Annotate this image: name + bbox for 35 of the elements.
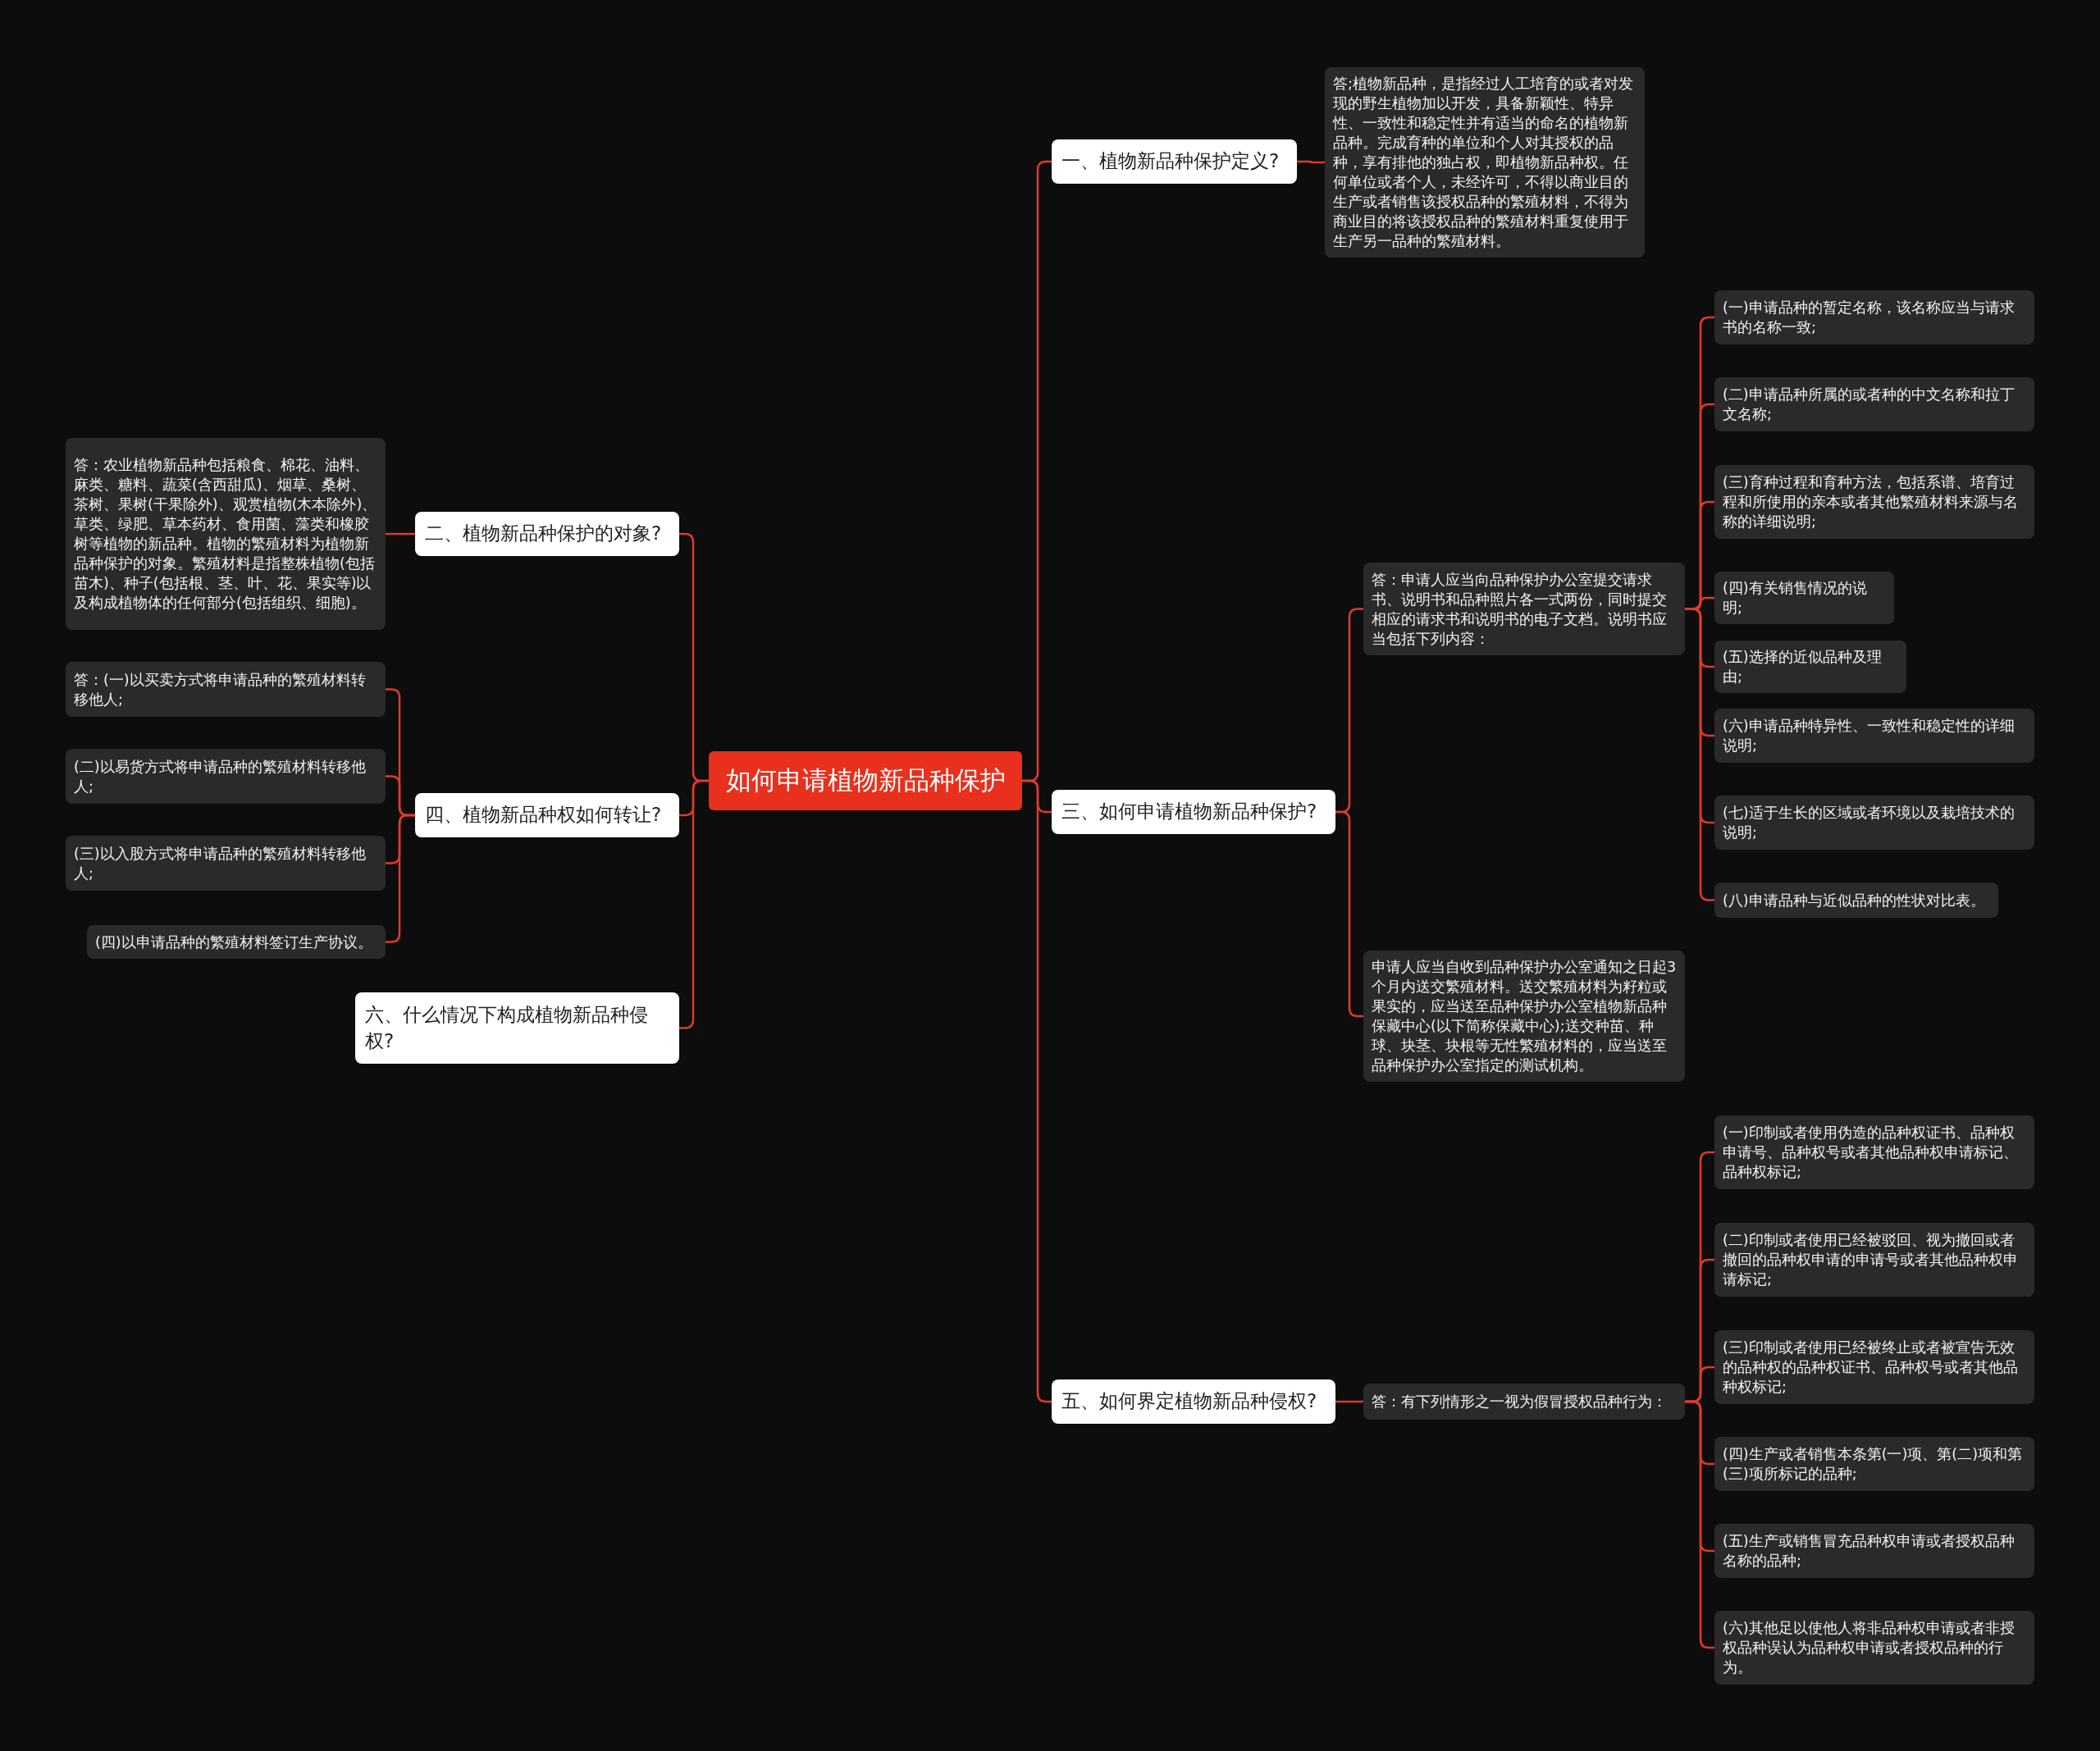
note-box: 答：农业植物新品种包括粮食、棉花、油料、麻类、糖料、蔬菜(含西甜瓜)、烟草、桑树、茶树、果树(干果除外)、观赏植物(木本除外)、草类、绿肥、草本药材、食用菌、藻类和橡胶树等植物的新品种。植物的繁殖材料为植物新品种保护的对象。繁殖材料是指整株植物(包括苗木)、种子(包括根、茎、叶、花、果实等)以及构成植物体的任何部分(包括组织、细胞)。 bbox=[66, 438, 386, 630]
note-box: 答：申请人应当向品种保护办公室提交请求书、说明书和品种照片各一式两份，同时提交相应的请求书和说明书的电子文档。说明书应当包括下列内容： bbox=[1363, 563, 1685, 655]
note-box: (六)申请品种特异性、一致性和稳定性的详细说明; bbox=[1714, 709, 2034, 763]
connector-line bbox=[1297, 160, 1325, 164]
note-box: (二)申请品种所属的或者种的中文名称和拉丁文名称; bbox=[1714, 377, 2034, 431]
note-box: (四)生产或者销售本条第(一)项、第(二)项和第(三)项所标记的品种; bbox=[1714, 1437, 2034, 1491]
connector-line bbox=[1685, 1400, 1714, 1649]
note-box: 答：(一)以买卖方式将申请品种的繁殖材料转移他人; bbox=[66, 662, 386, 717]
topic-box: 四、植物新品种权如何转让? bbox=[415, 793, 679, 837]
note-box: (二)印制或者使用已经被驳回、视为撤回或者撤回的品种权申请的申请号或者其他品种权申请标记; bbox=[1714, 1223, 2034, 1297]
topic-box: 六、什么情况下构成植物新品种侵权? bbox=[355, 992, 679, 1064]
note-box: (六)其他足以使他人将非品种权申请或者非授权品种误认为品种权申请或者授权品种的行为。 bbox=[1714, 1611, 2034, 1685]
topic-box: 一、植物新品种保护定义? bbox=[1052, 139, 1297, 184]
note-box: (一)申请品种的暂定名称，该名称应当与请求书的名称一致; bbox=[1714, 290, 2034, 344]
note-box: (二)以易货方式将申请品种的繁殖材料转移他人; bbox=[66, 749, 386, 804]
topic-box: 二、植物新品种保护的对象? bbox=[415, 512, 679, 556]
note-box: (四)以申请品种的繁殖材料签订生产协议。 bbox=[87, 925, 386, 959]
connector-line bbox=[1335, 1400, 1363, 1403]
note-box: 申请人应当自收到品种保护办公室通知之日起3个月内送交繁殖材料。送交繁殖材料为籽粒或果实的，应当送至品种保护办公室植物新品种保藏中心(以下简称保藏中心);送交种苗、种球、块茎、块根等无性繁殖材料的，应当送至品种保护办公室指定的测试机构。 bbox=[1363, 951, 1685, 1082]
note-box: (三)印制或者使用已经被终止或者被宣告无效的品种权的品种权证书、品种权号或者其他品种权标记; bbox=[1714, 1330, 2034, 1404]
note-box: (五)生产或销售冒充品种权申请或者授权品种名称的品种; bbox=[1714, 1524, 2034, 1578]
note-box: 答：有下列情形之一视为假冒授权品种行为： bbox=[1363, 1384, 1685, 1420]
note-box: (七)适于生长的区域或者环境以及栽培技术的说明; bbox=[1714, 796, 2034, 850]
note-box: (三)以入股方式将申请品种的繁殖材料转移他人; bbox=[66, 836, 386, 891]
note-box: (五)选择的近似品种及理由; bbox=[1714, 641, 1906, 693]
note-box: (一)印制或者使用伪造的品种权证书、品种权申请号、品种权号或者其他品种权申请标记、品种权标记; bbox=[1714, 1115, 2034, 1189]
central-topic: 如何申请植物新品种保护 bbox=[709, 751, 1022, 810]
note-box: (三)育种过程和育种方法，包括系谱、培育过程和所使用的亲本或者其他繁殖材料来源与名称的详细说明; bbox=[1714, 465, 2034, 539]
note-box: (四)有关销售情况的说明; bbox=[1714, 572, 1894, 624]
note-box: (八)申请品种与近似品种的性状对比表。 bbox=[1714, 882, 1998, 918]
note-box: 答;植物新品种，是指经过人工培育的或者对发现的野生植物加以开发，具备新颖性、特异性、一致性和稳定性并有适当的命名的植物新品种。完成育种的单位和个人对其授权的品种，享有排他的独占权，即植物新品种权。任何单位或者个人，未经许可，不得以商业目的生产或者销售该授权品种的繁殖材料，不得为商业目的将该授权品种的繁殖材料重复使用于生产另一品种的繁殖材料。 bbox=[1325, 67, 1645, 258]
connector-line bbox=[386, 532, 415, 536]
topic-box: 五、如何界定植物新品种侵权? bbox=[1052, 1379, 1335, 1424]
connector-line bbox=[679, 779, 709, 1029]
topic-box: 三、如何申请植物新品种保护? bbox=[1052, 790, 1335, 834]
